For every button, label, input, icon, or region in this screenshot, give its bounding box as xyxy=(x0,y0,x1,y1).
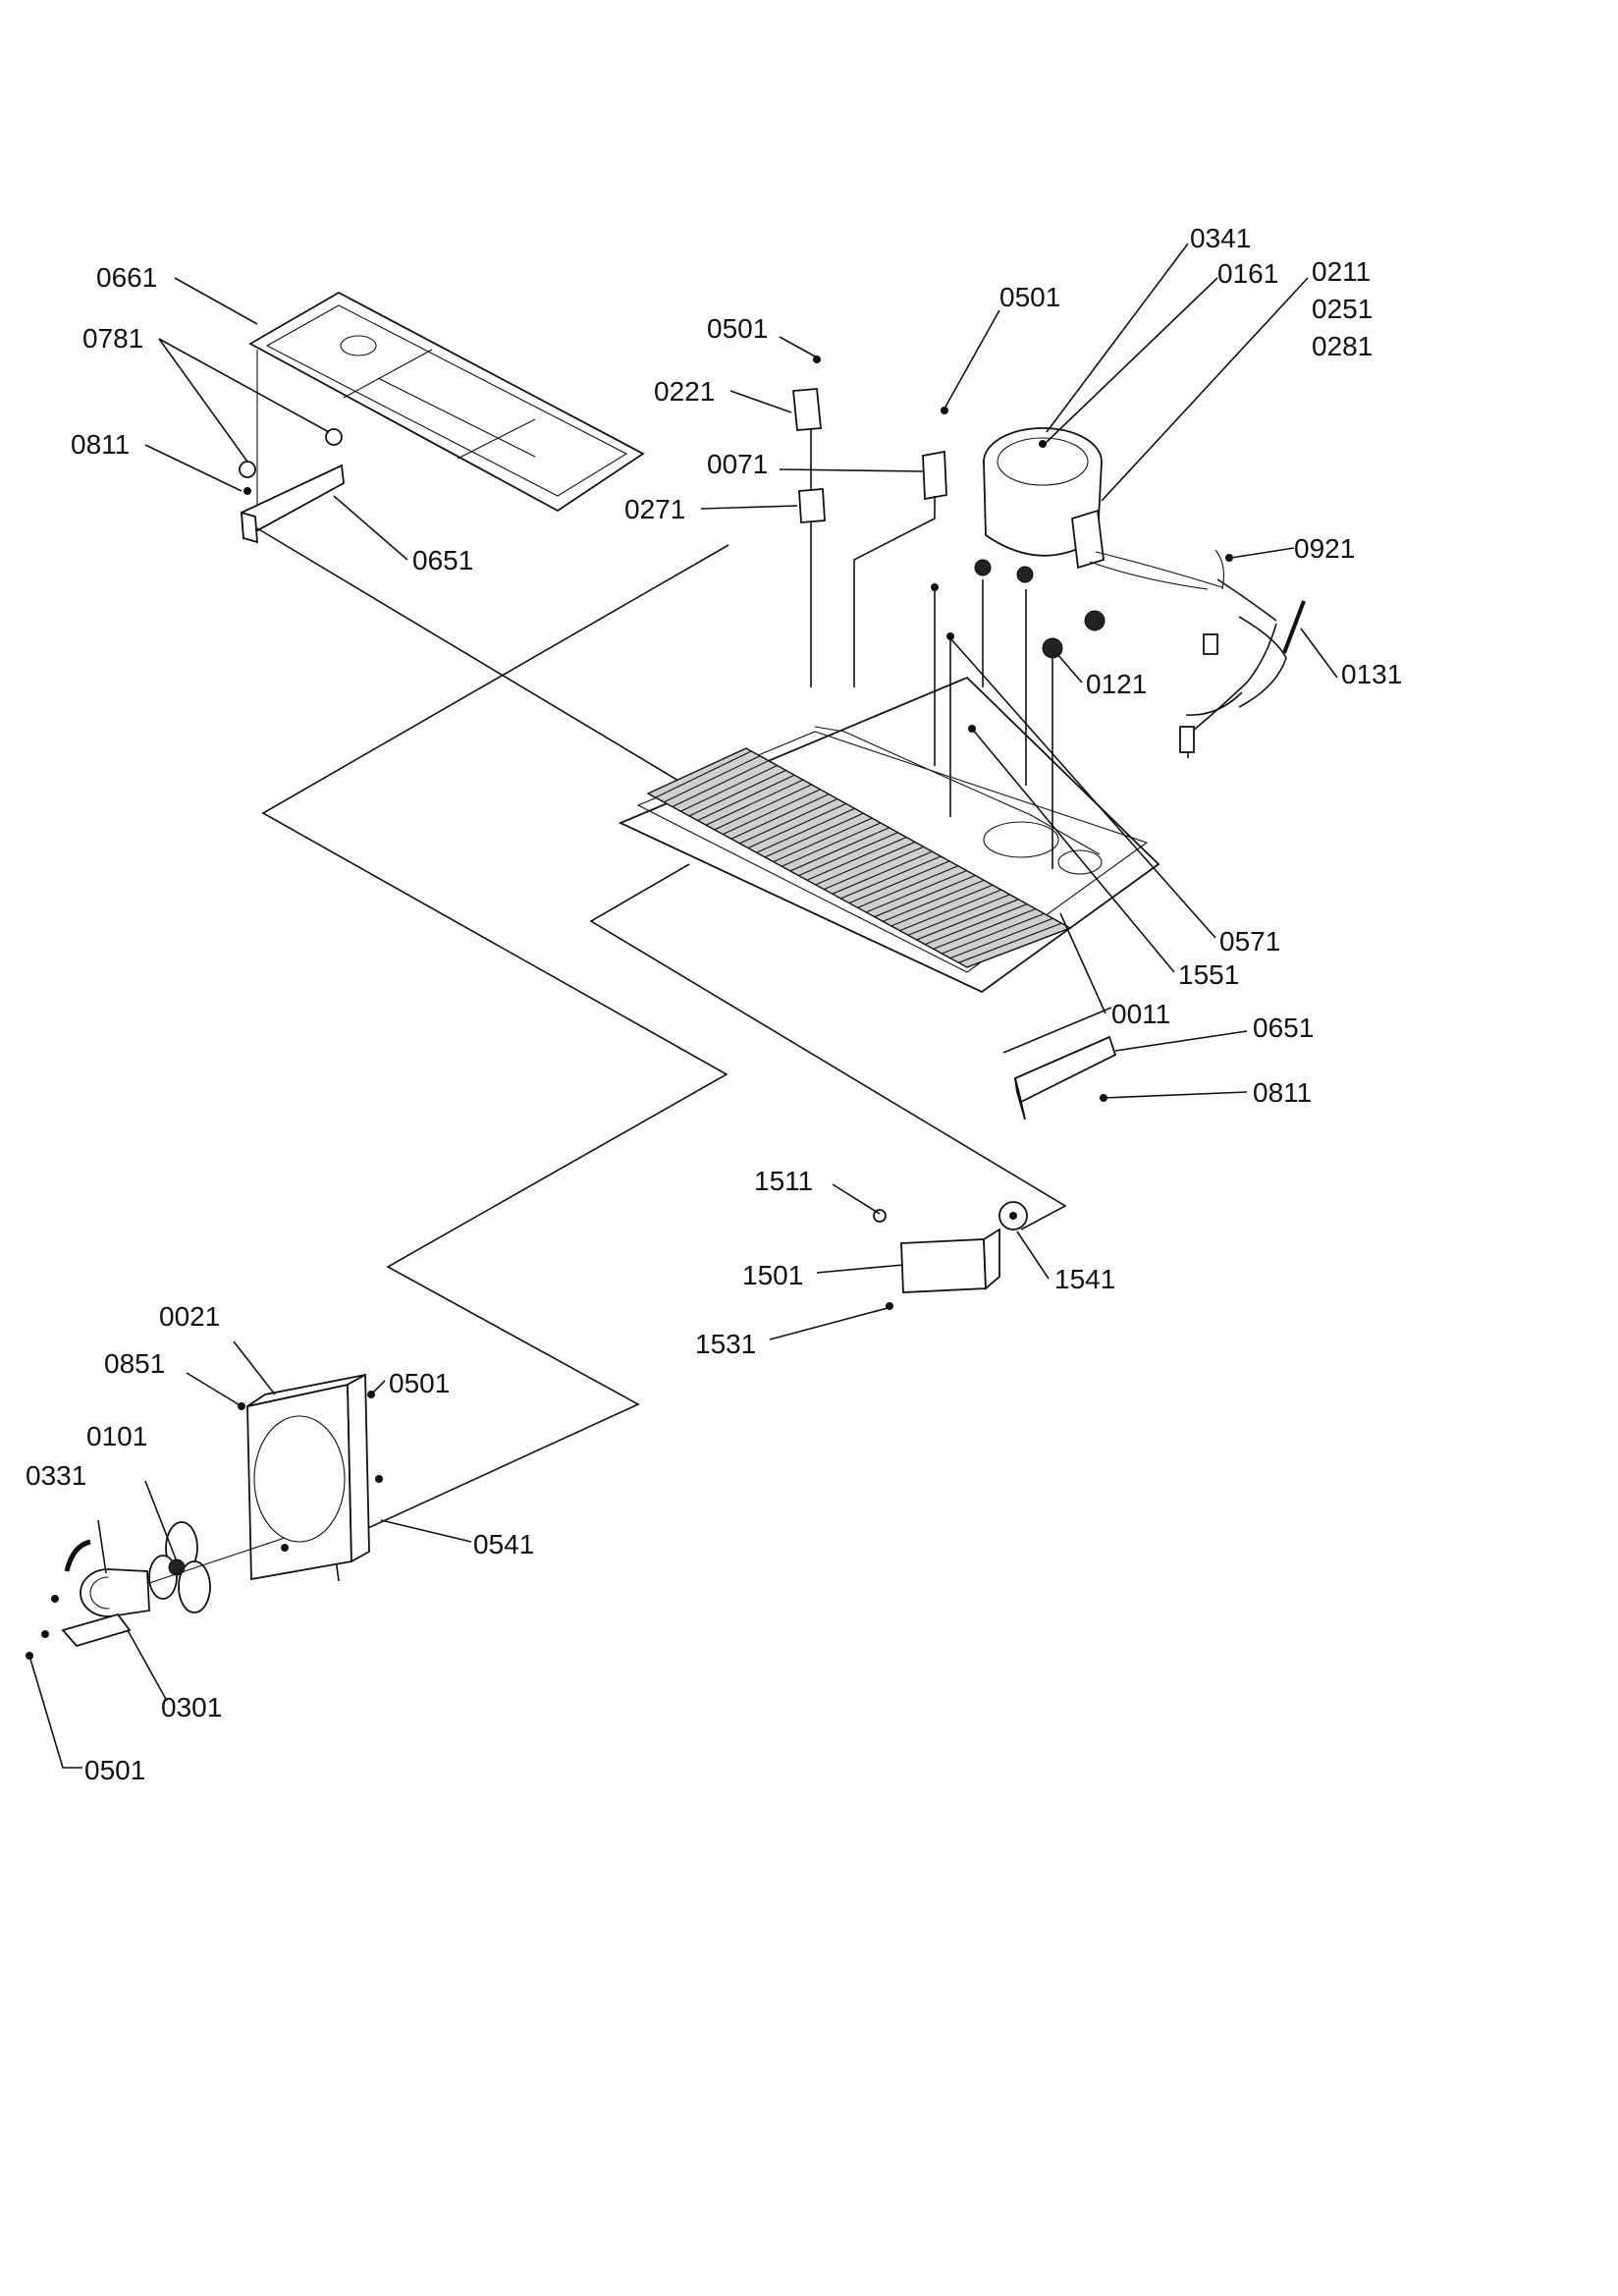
relay-clip-0221 xyxy=(792,355,822,687)
condenser-fin xyxy=(883,879,985,922)
callout-0211: 0211 xyxy=(1312,256,1371,287)
callout-0661: 0661 xyxy=(96,262,157,293)
condenser-fin xyxy=(689,769,786,817)
fan-motor xyxy=(26,1539,150,1660)
callout-1541: 1541 xyxy=(1054,1264,1115,1294)
callout-0131: 0131 xyxy=(1341,659,1402,689)
callout-0501-relay: 0501 xyxy=(707,313,768,344)
condenser-fin xyxy=(697,774,795,821)
condenser-fin xyxy=(966,927,1071,968)
condenser-fin xyxy=(824,846,924,891)
condenser-fin xyxy=(890,884,994,927)
condenser-fin xyxy=(680,765,778,812)
callout-0501-shroud: 0501 xyxy=(389,1368,450,1398)
callout-0571: 0571 xyxy=(1219,926,1280,957)
callout-0541: 0541 xyxy=(473,1529,534,1559)
condenser-fin xyxy=(739,798,838,845)
callout-0921: 0921 xyxy=(1294,533,1355,564)
base-pan-condenser xyxy=(618,676,1160,994)
condenser-fin xyxy=(933,908,1037,950)
condenser-fin xyxy=(840,855,942,900)
callout-0281: 0281 xyxy=(1312,331,1373,361)
fan-blade xyxy=(136,1521,286,1613)
bracket-lower-right xyxy=(1013,1035,1117,1121)
condenser-fin xyxy=(806,837,907,881)
condenser-fin xyxy=(672,760,769,807)
condenser-fin xyxy=(782,822,881,867)
condenser-fin xyxy=(958,922,1062,963)
callout-0501-motor: 0501 xyxy=(84,1755,145,1785)
condenser-fin xyxy=(942,912,1045,955)
condenser-fin xyxy=(714,784,812,831)
fan-shroud xyxy=(238,1373,383,1581)
condenser-fin xyxy=(730,793,830,840)
condenser-fin xyxy=(832,850,933,895)
callout-1501: 1501 xyxy=(742,1260,803,1290)
callout-0101: 0101 xyxy=(86,1421,147,1451)
condenser-fin xyxy=(765,812,864,858)
condenser-fin xyxy=(916,899,1019,941)
condenser-fin xyxy=(899,889,1001,932)
condenser-fin xyxy=(815,841,916,886)
callout-0341: 0341 xyxy=(1190,223,1251,253)
cover-tray xyxy=(248,291,645,530)
leader-lines xyxy=(28,243,1338,1769)
callout-0811-lower: 0811 xyxy=(1253,1077,1312,1108)
condenser-fin xyxy=(798,832,898,876)
condenser-fin xyxy=(924,903,1028,946)
condenser-fin xyxy=(789,827,890,872)
condenser-fin xyxy=(907,894,1010,936)
callout-0161: 0161 xyxy=(1217,258,1278,289)
condenser-fin xyxy=(865,870,967,913)
callout-1551: 1551 xyxy=(1178,959,1239,990)
condenser-fin xyxy=(664,755,761,803)
callout-0851: 0851 xyxy=(104,1348,165,1379)
condenser-fin xyxy=(655,750,752,798)
compressor xyxy=(974,427,1223,869)
callout-0331: 0331 xyxy=(26,1460,86,1491)
bracket-0071 xyxy=(853,407,948,687)
callout-0011: 0011 xyxy=(1111,999,1170,1029)
condenser-fin xyxy=(773,817,873,862)
wiring-harness xyxy=(1179,549,1306,758)
condenser-fin xyxy=(756,807,855,853)
callout-labels: 0661 0781 0811 0651 0501 0501 0221 0071 … xyxy=(26,223,1402,1785)
callout-0251: 0251 xyxy=(1312,294,1373,324)
callout-1531: 1531 xyxy=(695,1329,756,1359)
condenser-fin xyxy=(723,789,821,835)
condenser-fin xyxy=(857,865,959,908)
condenser-fin xyxy=(949,917,1053,959)
overload-clip-0271 xyxy=(798,488,826,523)
callout-0071: 0071 xyxy=(707,449,768,479)
callout-0301: 0301 xyxy=(161,1692,222,1722)
condenser-fins xyxy=(655,750,1071,968)
callout-0781: 0781 xyxy=(82,323,143,354)
condenser-fin xyxy=(848,860,950,904)
callout-1511: 1511 xyxy=(754,1166,813,1196)
callout-0221: 0221 xyxy=(654,376,715,407)
callout-0021: 0021 xyxy=(159,1301,220,1332)
callout-0651-lower: 0651 xyxy=(1253,1012,1314,1043)
callout-0121: 0121 xyxy=(1086,669,1147,699)
callout-0271: 0271 xyxy=(624,494,685,524)
condenser-fin xyxy=(748,803,846,848)
condenser-fin xyxy=(706,779,803,826)
condenser-fin xyxy=(874,874,976,918)
thermostat-bracket xyxy=(873,1201,1028,1310)
callout-0811-upper: 0811 xyxy=(71,429,130,460)
callout-0651-upper: 0651 xyxy=(412,545,473,575)
callout-0501-bracket: 0501 xyxy=(999,282,1060,312)
